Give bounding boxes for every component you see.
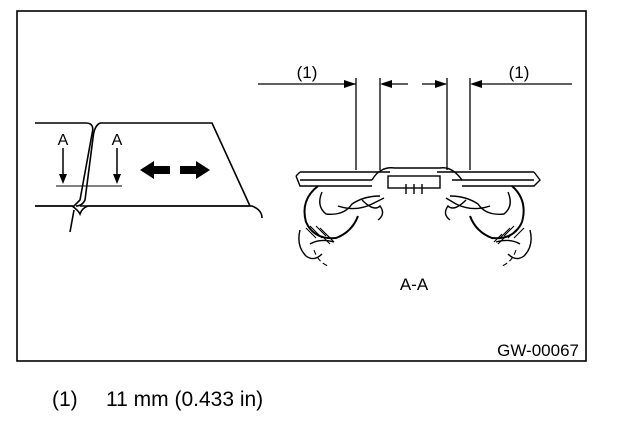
double-arrow-icon [140,161,210,179]
section-label-right: A [112,132,123,149]
section-title: A-A [400,275,429,294]
glass-section-view [295,167,541,260]
section-label-left: A [58,132,69,149]
hidden-contours [313,249,517,267]
figure-frame [16,10,587,362]
figure-code: GW-00067 [497,341,579,360]
legend-item-number: (1) [52,388,78,411]
dimension-label-left: (1) [297,63,318,82]
legend-item-text: 11 mm (0.433 in) [106,388,264,411]
dimension-label-right: (1) [509,63,530,82]
section-arrow-right [113,148,121,184]
seal-hatching [305,225,525,245]
dimension-arrowheads [344,80,482,88]
door-side-view [35,122,263,233]
legend-item: (1) 11 mm (0.433 in) [52,388,263,412]
dimension-lines [258,78,572,170]
section-arrow-left [59,148,67,184]
